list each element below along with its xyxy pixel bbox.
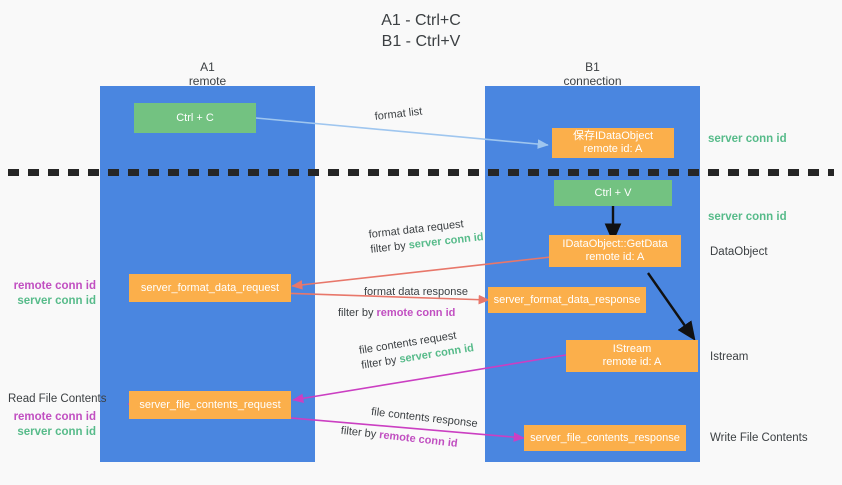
node-istream[interactable]: IStream remote id: A — [566, 340, 698, 372]
node-save-idataobject[interactable]: 保存IDataObject remote id: A — [552, 128, 674, 158]
edge-label-format-data-response-filter: filter by remote conn id — [338, 306, 468, 321]
column-header-b1: B1 connection — [485, 60, 700, 88]
edge-label-format-list-text: format list — [374, 105, 423, 123]
node-ctrl-v[interactable]: Ctrl + V — [554, 180, 672, 206]
annotation-server-conn-id-mid: server conn id — [708, 211, 787, 223]
annotation-istream: Istream — [710, 351, 749, 363]
edge-label-file-contents-response: file contents response filter by remote … — [340, 405, 479, 454]
node-idataobject-getdata-line2: remote id: A — [585, 251, 645, 263]
annotation-server-conn-id-top: server conn id — [708, 133, 787, 145]
title-line-2: B1 - Ctrl+V — [381, 33, 461, 50]
annotation-remote-conn-id-2: remote conn id — [13, 411, 96, 423]
node-istream-line2: remote id: A — [602, 356, 662, 368]
edge-label-file-contents-request: file contents request filter by server c… — [358, 326, 475, 373]
annotation-dataobject: DataObject — [710, 246, 768, 258]
annotation-write-file-contents: Write File Contents — [710, 432, 808, 444]
diagram-title: A1 - Ctrl+C B1 - Ctrl+V — [0, 10, 842, 52]
node-server-file-contents-response[interactable]: server_file_contents_response — [524, 425, 686, 451]
node-ctrl-c-label: Ctrl + C — [176, 111, 214, 124]
filter-by-text: filter by — [369, 239, 410, 256]
node-server-format-data-request-label: server_format_data_request — [140, 281, 280, 294]
column-b1-name: B1 — [585, 60, 600, 74]
node-server-format-data-response[interactable]: server_format_data_response — [488, 287, 646, 313]
edge-label-format-list: format list — [374, 105, 423, 125]
node-save-idataobject-line2: remote id: A — [583, 143, 643, 155]
column-b1-sub: connection — [563, 74, 622, 88]
edge-label-format-data-request: format data request filter by server con… — [368, 215, 484, 258]
column-a1-sub: remote — [188, 74, 227, 88]
annotation-group-file: remote conn id server conn id — [8, 410, 96, 440]
node-server-format-data-request[interactable]: server_format_data_request — [129, 274, 291, 302]
annotation-group-format: remote conn id server conn id — [8, 279, 96, 309]
annotation-remote-conn-id-1: remote conn id — [13, 280, 96, 292]
node-server-format-data-response-label: server_format_data_response — [493, 293, 641, 306]
title-line-1: A1 - Ctrl+C — [381, 12, 461, 29]
node-idataobject-getdata[interactable]: IDataObject::GetData remote id: A — [549, 235, 681, 267]
node-ctrl-c[interactable]: Ctrl + C — [134, 103, 256, 133]
filter-by-text-4: filter by — [340, 424, 380, 441]
node-ctrl-v-label: Ctrl + V — [594, 186, 632, 199]
node-save-idataobject-line1: 保存IDataObject — [572, 130, 654, 142]
annotation-server-conn-id-2: server conn id — [17, 426, 96, 438]
column-header-a1: A1 remote — [100, 60, 315, 88]
node-server-file-contents-request[interactable]: server_file_contents_request — [129, 391, 291, 419]
node-server-file-contents-response-label: server_file_contents_response — [530, 431, 680, 444]
column-a1-name: A1 — [200, 60, 215, 74]
node-istream-line1: IStream — [612, 343, 652, 355]
node-server-file-contents-request-label: server_file_contents_request — [139, 398, 281, 411]
annotation-server-conn-id-1: server conn id — [17, 295, 96, 307]
edge-label-format-data-response-text: format data response — [364, 286, 468, 298]
annotation-read-file-contents: Read File Contents — [8, 393, 107, 405]
filter-by-text-2: filter by — [338, 307, 377, 319]
remote-conn-id-text-2: remote conn id — [378, 429, 459, 450]
remote-conn-id-text: remote conn id — [376, 307, 456, 319]
node-idataobject-getdata-line1: IDataObject::GetData — [562, 238, 668, 250]
edge-label-format-data-response: format data response filter by remote co… — [338, 285, 468, 321]
